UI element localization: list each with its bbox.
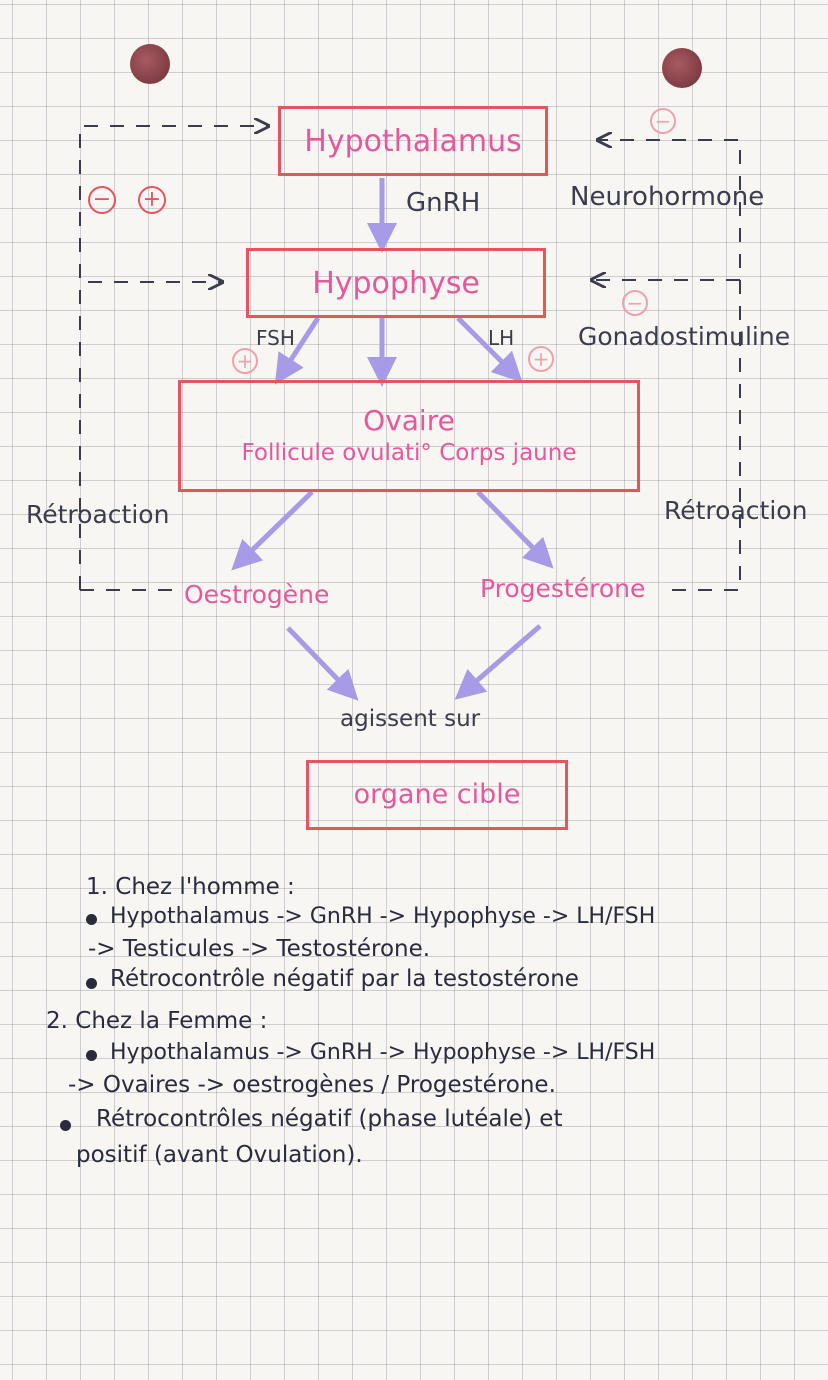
minus-sign-left: − [88,186,116,214]
hypothalamus-box: Hypothalamus [278,106,548,176]
retroaction-right-label: Rétroaction [664,496,808,525]
arrow-progesterone-organe [454,624,542,700]
ovaire-label: Ovaire [363,403,455,437]
note-item2-line4: positif (avant Ovulation). [76,1142,363,1168]
plus-sign-fsh: + [232,348,258,374]
gonadostimuline-label: Gonadostimuline [578,322,791,351]
hypothalamus-label: Hypothalamus [304,123,522,159]
gnrh-label: GnRH [406,188,481,218]
note-item1-line3: Rétrocontrôle négatif par la testostéron… [110,966,579,992]
note-item2-line1: Hypothalamus -> GnRH -> Hypophyse -> LH/… [110,1040,656,1065]
bullet-item1-a [86,914,97,925]
hypophyse-box: Hypophyse [246,248,546,318]
minus-sign-top-right: − [650,108,676,134]
neurohormone-label: Neurohormone [570,182,765,212]
retroaction-left-label: Rétroaction [26,500,170,529]
follicule-label: Follicule ovulati° Corps jaune [241,439,577,466]
lh-label: LH [488,326,515,350]
arrow-lh-ovaire [456,316,523,383]
note-item1-line1: Hypothalamus -> GnRH -> Hypophyse -> LH/… [110,904,656,929]
note-item2-line3: Rétrocontrôles négatif (phase lutéale) e… [96,1106,563,1132]
note-item1-title: 1. Chez l'homme : [86,874,295,900]
plus-sign-lh: + [528,346,554,372]
left-feedback-loop [79,126,268,591]
agissent-sur-label: agissent sur [340,706,481,732]
bullet-item1-b [86,978,97,989]
bullet-item2-b [60,1120,71,1131]
bullet-item2-a [86,1050,97,1061]
fsh-label: FSH [256,326,295,350]
ovaire-box: Ovaire Follicule ovulati° Corps jaune [178,380,640,492]
progesterone-label: Progestérone [480,574,646,603]
hypophyse-label: Hypophyse [312,265,480,301]
right-feedback-loop [592,140,741,591]
organe-cible-label: organe cible [353,779,521,811]
punch-hole-left [130,44,170,84]
note-item1-line2: -> Testicules -> Testostérone. [88,936,431,962]
oestrogene-label: Oestrogène [184,580,330,609]
organe-cible-box: organe cible [306,760,568,830]
plus-sign-left: + [138,186,166,214]
note-item2-line2: -> Ovaires -> oestrogènes / Progestérone… [68,1072,556,1098]
arrow-oestrogene-organe [286,626,359,701]
minus-sign-mid-right: − [622,290,648,316]
arrow-ovaire-oestrogene [231,490,314,571]
arrow-fsh-ovaire [274,316,321,385]
punch-hole-right [662,48,702,88]
note-item2-title: 2. Chez la Femme : [46,1008,268,1034]
arrow-ovaire-progesterone [476,490,554,569]
